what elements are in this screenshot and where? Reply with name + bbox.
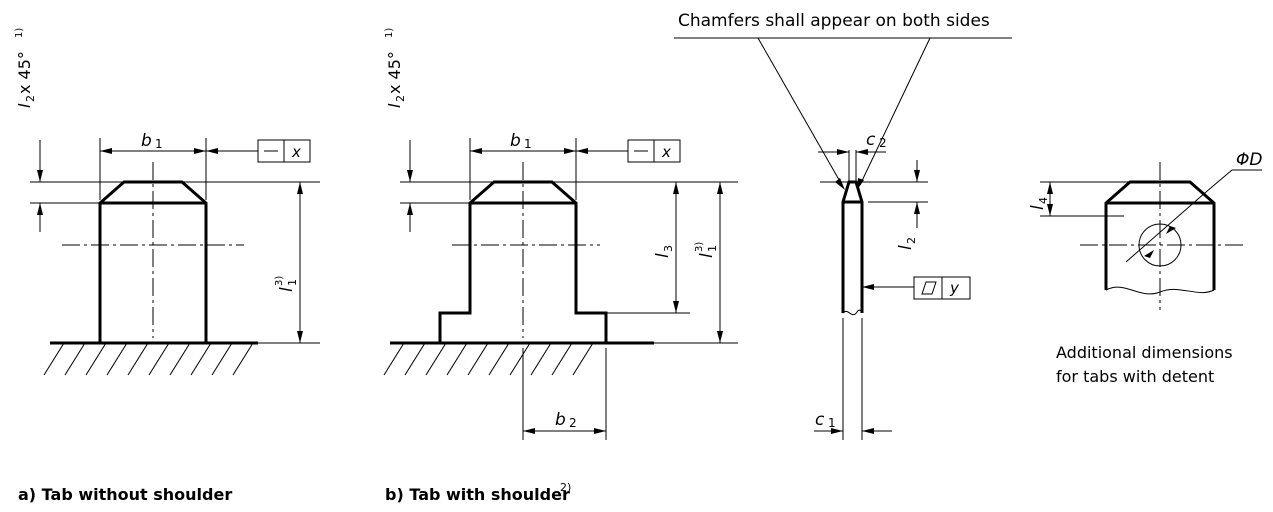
svg-text:l: l <box>1028 205 1048 210</box>
svg-text:2: 2 <box>394 95 407 102</box>
svg-text:x: x <box>661 143 671 161</box>
svg-text:y: y <box>949 279 960 297</box>
label-l2x45-b: l 2 x 45° 1) <box>384 28 407 108</box>
svg-text:x: x <box>291 143 301 161</box>
caption-b-superscript: 2) <box>560 481 571 494</box>
caption-a: a) Tab without shoulder <box>18 485 232 504</box>
svg-text:3): 3) <box>694 242 705 252</box>
svg-text:l: l <box>277 287 297 292</box>
svg-text:1: 1 <box>524 137 532 151</box>
label-l1-a: l 1 3) <box>274 276 299 292</box>
chamfers-note: Chamfers shall appear on both sides <box>678 11 990 31</box>
svg-text:1: 1 <box>828 416 836 430</box>
svg-text:x 45°: x 45° <box>385 51 404 94</box>
svg-text:l: l <box>385 103 404 108</box>
hatching <box>383 342 594 376</box>
label-b2: b <box>555 410 566 430</box>
detent-outline <box>1104 180 1216 290</box>
svg-text:2: 2 <box>905 237 918 244</box>
flatness-symbol <box>921 281 937 295</box>
svg-text:l: l <box>653 253 673 258</box>
figure-b-tab-with-shoulder: b 1 x l 2 x 45° 1) l 3 <box>383 28 738 440</box>
label-c1: c <box>815 410 825 430</box>
svg-text:1: 1 <box>706 245 719 252</box>
figure-a-tab-without-shoulder: b 1 x l 2 x 45° 1) l 1 3) <box>14 28 320 376</box>
svg-text:1: 1 <box>155 137 163 151</box>
svg-text:3): 3) <box>274 276 285 286</box>
label-l4: l 4 <box>1028 197 1050 210</box>
svg-text:l: l <box>15 103 34 108</box>
svg-text:l: l <box>896 245 916 250</box>
detent-note-line1: Additional dimensions <box>1056 343 1233 362</box>
detent-note-line2: for tabs with detent <box>1056 367 1214 386</box>
flatness-frame: y <box>913 276 971 300</box>
caption-b: b) Tab with shoulder <box>385 485 570 504</box>
side-view: Chamfers shall appear on both sides c 2 … <box>674 11 1012 440</box>
svg-text:1: 1 <box>286 279 299 286</box>
label-c2: c <box>866 130 876 150</box>
svg-text:1): 1) <box>384 28 395 38</box>
detent-view: l 4 ΦD Additional dimensions for tabs wi… <box>1028 150 1262 386</box>
label-l1-b: l 1 3) <box>694 242 719 258</box>
label-l3: l 3 <box>653 245 675 258</box>
straightness-frame-a: x <box>257 139 311 163</box>
straightness-frame-b: x <box>627 139 681 163</box>
svg-text:2: 2 <box>879 136 887 150</box>
label-b1: b <box>141 131 152 151</box>
svg-text:3: 3 <box>662 245 675 252</box>
svg-text:l: l <box>697 253 717 258</box>
hatching <box>43 342 254 376</box>
label-phi-d: ΦD <box>1236 150 1262 170</box>
svg-text:4: 4 <box>1037 197 1050 204</box>
label-b1: b <box>510 131 521 151</box>
label-l2: l 2 <box>896 237 918 250</box>
svg-text:1): 1) <box>14 28 25 38</box>
svg-text:x 45°: x 45° <box>15 51 34 94</box>
svg-text:2: 2 <box>569 416 577 430</box>
svg-text:2: 2 <box>24 95 37 102</box>
label-l2x45-a: l 2 x 45° 1) <box>14 28 37 108</box>
